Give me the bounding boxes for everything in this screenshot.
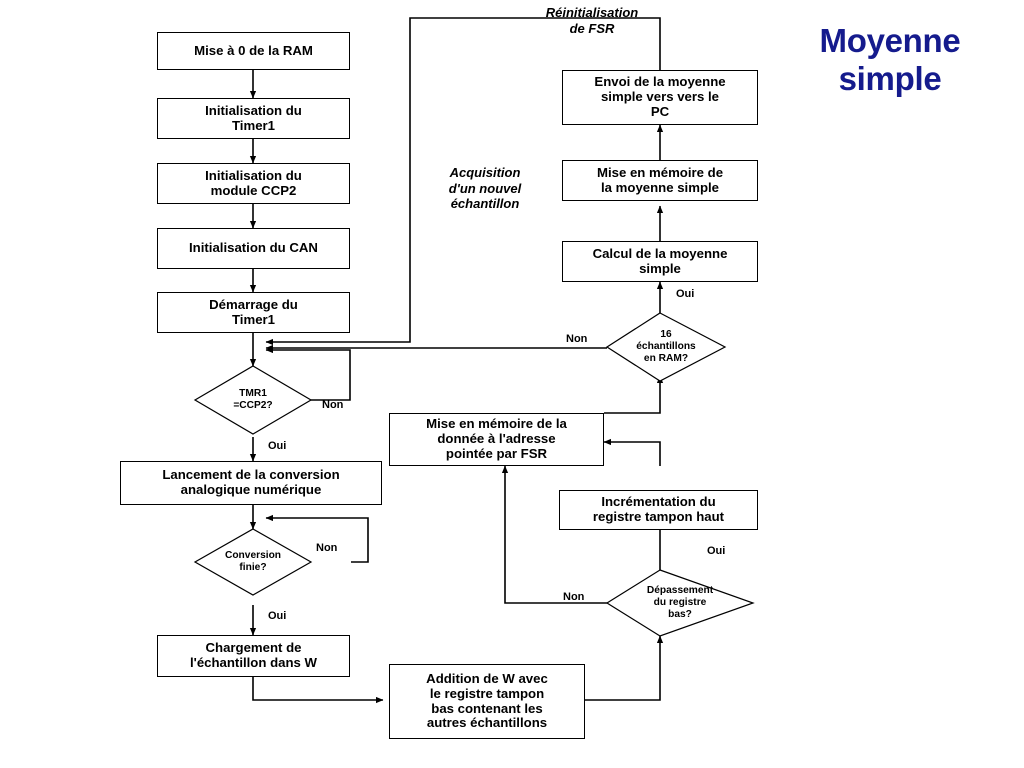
process-addition: Addition de W avec le registre tampon ba… <box>389 664 585 739</box>
edge-label-tmr1-non: Non <box>322 399 344 411</box>
process-label: Initialisation du module CCP2 <box>205 167 302 198</box>
process-label: Incrémentation du registre tampon haut <box>592 494 725 524</box>
process-label: Mise en mémoire de la moyenne simple <box>596 164 724 195</box>
decision-tmr1-label-wrap: TMR1 =CCP2? <box>195 366 311 434</box>
process-init-timer1: Initialisation du Timer1 <box>157 98 350 139</box>
edge-label-conversion-oui: Oui <box>268 610 287 622</box>
decision-depassement <box>605 569 755 637</box>
edge-label-conversion-non: Non <box>316 542 338 554</box>
decision-tmr1 <box>193 365 313 435</box>
process-init-can: Initialisation du CAN <box>157 228 350 269</box>
decision-ram16-label-wrap: 16 échantillons en RAM? <box>607 313 725 381</box>
process-label: Initialisation du CAN <box>189 240 318 256</box>
page-title: Moyenne simple <box>819 22 961 97</box>
process-label: Mise en mémoire de la donnée à l'adresse… <box>426 416 567 461</box>
decision-depassement-label-wrap: Dépassement du registre bas? <box>607 570 753 636</box>
decision-label: TMR1 =CCP2? <box>233 387 273 411</box>
process-label: Addition de W avec le registre tampon ba… <box>426 670 548 731</box>
process-chargement: Chargement de l'échantillon dans W <box>157 635 350 677</box>
edge-label-ram16-oui: Oui <box>676 288 695 300</box>
process-raz-ram: Mise à 0 de la RAM <box>157 32 350 70</box>
edge-label-depassement-oui: Oui <box>707 545 726 557</box>
process-init-ccp2: Initialisation du module CCP2 <box>157 163 350 204</box>
process-label: Envoi de la moyenne simple vers vers le … <box>594 74 726 119</box>
process-start-timer1: Démarrage du Timer1 <box>157 292 350 333</box>
process-label: Mise à 0 de la RAM <box>194 42 313 58</box>
process-mise-memoire-fsr: Mise en mémoire de la donnée à l'adresse… <box>389 413 604 466</box>
process-memoire-moyenne: Mise en mémoire de la moyenne simple <box>562 160 758 201</box>
edge-label-ram16-non: Non <box>566 333 588 345</box>
process-label: Initialisation du Timer1 <box>205 102 302 133</box>
edge-label-depassement-non: Non <box>563 591 585 603</box>
decision-ram16 <box>605 312 727 382</box>
annotation-acquisition: Acquisition d'un nouvel échantillon <box>448 165 522 212</box>
edge-label-tmr1-oui: Oui <box>268 440 287 452</box>
decision-label: Dépassement du registre bas? <box>646 584 714 621</box>
annotation-reinitialisation-fsr: Réinitialisation de FSR <box>545 5 639 36</box>
process-label: Démarrage du Timer1 <box>209 296 298 327</box>
process-lancement-conversion: Lancement de la conversion analogique nu… <box>120 461 382 505</box>
process-label: Calcul de la moyenne simple <box>592 245 728 276</box>
process-calcul-moyenne: Calcul de la moyenne simple <box>562 241 758 282</box>
process-envoi-moyenne: Envoi de la moyenne simple vers vers le … <box>562 70 758 125</box>
process-label: Lancement de la conversion analogique nu… <box>162 467 340 497</box>
process-increment: Incrémentation du registre tampon haut <box>559 490 758 530</box>
decision-label: 16 échantillons en RAM? <box>636 328 696 365</box>
decision-label: Conversion finie? <box>224 549 282 573</box>
decision-conversion-label-wrap: Conversion finie? <box>195 529 311 595</box>
decision-conversion <box>193 528 313 596</box>
process-label: Chargement de l'échantillon dans W <box>190 640 317 670</box>
